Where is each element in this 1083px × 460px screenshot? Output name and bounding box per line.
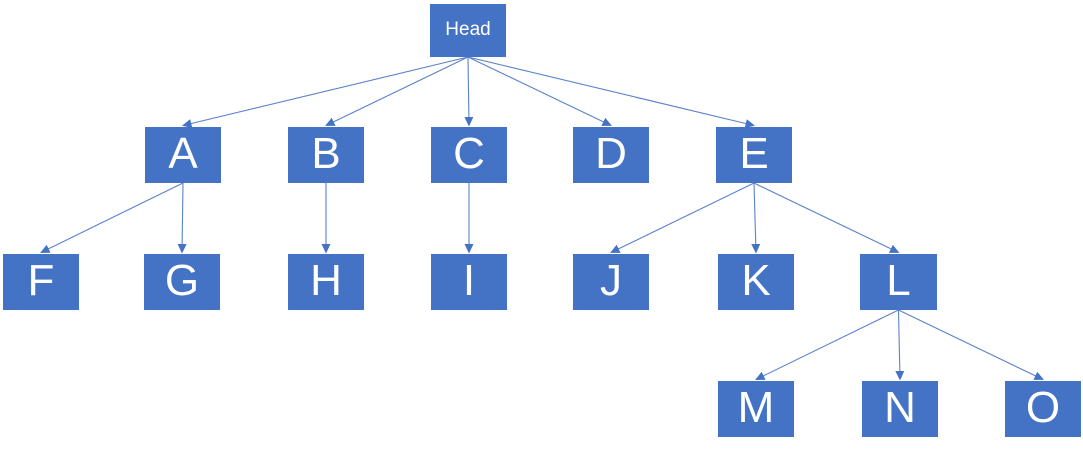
node-k: K [718,254,794,310]
node-head: Head [430,4,506,57]
edge-e-to-j [610,182,755,253]
edge-head-to-b [325,56,469,126]
node-i: I [431,254,507,310]
node-l: L [860,254,937,310]
node-a: A [145,127,221,183]
node-j: J [573,254,649,310]
node-n: N [862,381,938,437]
node-g: G [144,254,220,310]
edge-head-to-c [464,56,474,127]
node-f: F [3,254,79,310]
node-o: O [1005,381,1081,437]
edge-head-to-e [467,56,755,128]
edge-l-to-m [755,309,899,380]
edge-e-to-k [751,182,761,254]
edge-e-to-l [753,182,900,253]
node-c: C [431,127,507,183]
edge-a-to-g [177,182,187,254]
edge-head-to-a [182,56,469,128]
node-b: B [288,127,364,183]
node-e: E [716,127,792,183]
node-h: H [288,254,364,310]
edge-head-to-d [467,56,612,126]
node-m: M [718,381,794,437]
node-d: D [573,127,649,183]
edge-l-to-n [895,309,905,381]
edge-l-to-o [898,309,1044,380]
edge-a-to-f [40,182,184,253]
